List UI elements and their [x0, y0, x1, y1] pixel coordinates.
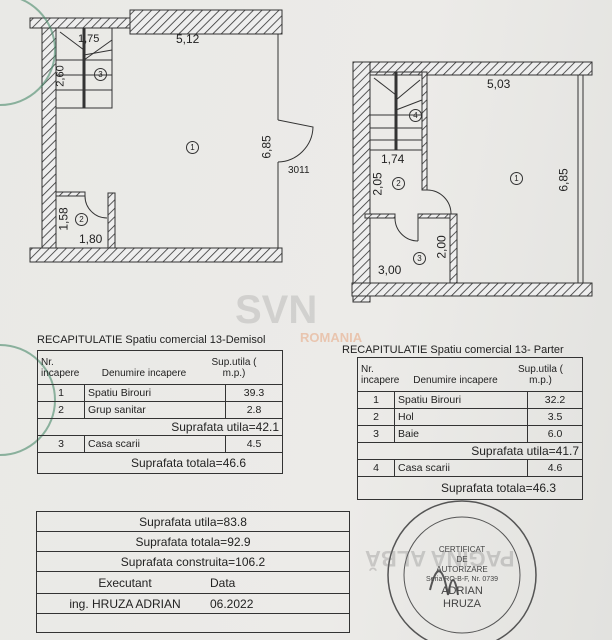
- cell-area: 4.5: [225, 435, 283, 453]
- cell-area: 6.0: [527, 425, 583, 443]
- data-label: Data: [210, 575, 236, 590]
- cell-area: 2.8: [225, 401, 283, 419]
- room-number: 1: [186, 141, 199, 154]
- cell-nr: 4: [357, 459, 395, 477]
- cell-nr: 2: [357, 408, 395, 426]
- room-number: 1: [510, 172, 523, 185]
- cell-name: Baie: [394, 425, 528, 443]
- summary-construita: Suprafata construita=106.2: [36, 551, 350, 572]
- dim-top: 5,12: [176, 32, 200, 46]
- cell-name: Casa scarii: [84, 435, 226, 453]
- dim-stair-w: 1,74: [381, 152, 405, 166]
- summary-table: Suprafata utila=83.8 Suprafata totala=92…: [36, 511, 350, 633]
- table-title: RECAPITULATIE Spatiu comercial 13-Demiso…: [37, 334, 266, 346]
- stamp-line: AUTORIZARE: [436, 565, 488, 574]
- cell-area: 3.5: [527, 408, 583, 426]
- room-number: 2: [392, 177, 405, 190]
- cell-nr: 3: [357, 425, 395, 443]
- watermark-logo: SVN: [235, 288, 318, 332]
- dim-baie-w: 3,00: [378, 263, 402, 277]
- summary-utila: Suprafata utila=83.8: [36, 511, 350, 532]
- cell-nr: 1: [357, 391, 395, 409]
- cell-area: 39.3: [225, 384, 283, 402]
- utila-total: Suprafata utila=42.1: [37, 418, 283, 436]
- dim-baie-h: 2,00: [434, 235, 449, 259]
- dim-right: 6,85: [259, 135, 274, 159]
- room-number: 3: [94, 68, 107, 81]
- dim-bath-h: 1,58: [56, 207, 71, 231]
- dim-right: 6,85: [556, 168, 571, 192]
- stamp-line: Seria RO-B-F, Nr. 0739: [426, 576, 498, 583]
- dim-stair-h: 2,60: [54, 65, 67, 87]
- totala-total: Suprafata totala=46.6: [37, 452, 283, 474]
- executant-name: ing. HRUZA ADRIAN: [69, 596, 181, 611]
- cell-area: 32.2: [527, 391, 583, 409]
- cell-nr: 2: [37, 401, 85, 419]
- table-demisol: Nr. incapere Denumire incapere Sup.utila (…: [37, 350, 283, 474]
- room-number: 3: [413, 252, 426, 265]
- plan-demisol-lines: [55, 27, 314, 248]
- dim-hol-h: 2,05: [370, 172, 385, 196]
- stamp-line: HRUZA: [443, 598, 481, 610]
- stamp-line: ADRIAN: [441, 585, 483, 597]
- watermark-sub: ROMANIA: [300, 330, 363, 345]
- cell-nr: 1: [37, 384, 85, 402]
- header-name: Denumire incapere: [413, 374, 498, 386]
- executant-label: Executant: [98, 575, 152, 590]
- summary-totala: Suprafata totala=92.9: [36, 531, 350, 552]
- utila-total: Suprafata utila=41.7: [357, 442, 583, 460]
- header-area: Sup.utila ( m.p.): [211, 356, 257, 379]
- header-name: Denumire incapere: [101, 367, 187, 379]
- dim-stair-w: 1,75: [78, 33, 100, 45]
- door-label: 3011: [288, 165, 310, 176]
- header-nr: Nr. incapere: [41, 356, 80, 379]
- dim-top: 5,03: [487, 77, 511, 91]
- room-number: 2: [75, 213, 88, 226]
- stamp-line: CERTIFICAT: [438, 545, 486, 554]
- room-number: 4: [409, 109, 422, 122]
- cell-name: Spatiu Birouri: [84, 384, 226, 402]
- table-title: RECAPITULATIE Spatiu comercial 13- Parte…: [342, 344, 564, 356]
- table-parter: Nr. incapere Denumire incapere Sup.utila (…: [357, 357, 583, 500]
- stamp-circle: [387, 500, 537, 640]
- totala-total: Suprafata totala=46.3: [357, 476, 583, 500]
- cell-name: Hol: [394, 408, 528, 426]
- cell-name: Grup sanitar: [84, 401, 226, 419]
- cell-name: Spatiu Birouri: [394, 391, 528, 409]
- stamp-line: DE: [456, 555, 468, 564]
- authorization-stamp: CERTIFICAT DE AUTORIZARE Seria RO-B-F, N…: [412, 545, 512, 611]
- plan-parter-lines: [369, 71, 584, 283]
- dim-bath-w: 1,80: [79, 232, 103, 246]
- cell-nr: 3: [37, 435, 85, 453]
- header-area: Sup.utila ( m.p.): [517, 363, 564, 386]
- plan-demisol-walls: [29, 9, 283, 263]
- cell-area: 4.6: [527, 459, 583, 477]
- cell-name: Casa scarii: [394, 459, 528, 477]
- header-nr: Nr. incapere: [361, 363, 400, 386]
- date-value: 06.2022: [210, 596, 254, 611]
